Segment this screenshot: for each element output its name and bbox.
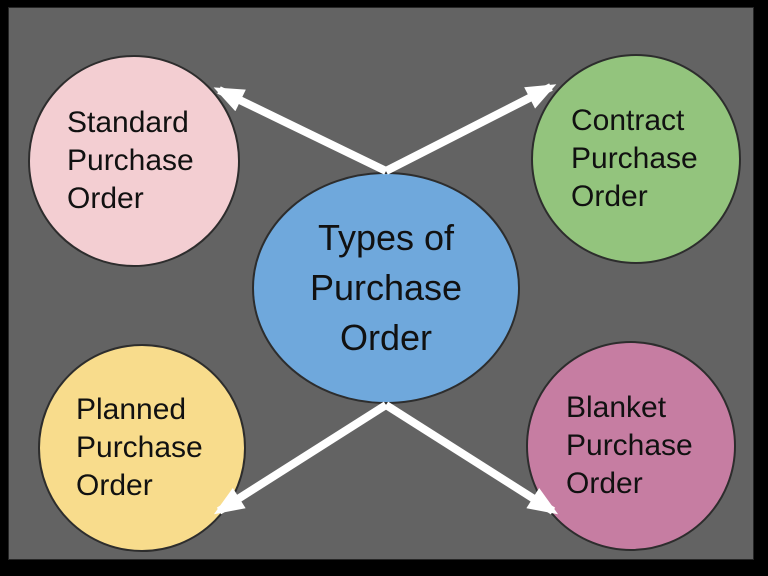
arrow-center-to-blanket bbox=[383, 401, 559, 515]
circle-blanket-purchase-order bbox=[526, 341, 736, 551]
arrow-center-to-standard bbox=[213, 86, 388, 175]
circle-contract-purchase-order bbox=[531, 54, 741, 264]
label-standard-purchase-order: Standard Purchase Order bbox=[67, 106, 194, 215]
arrow-center-to-planned bbox=[213, 401, 389, 515]
arrow-center-to-contract bbox=[384, 83, 557, 175]
center-ellipse bbox=[252, 172, 520, 404]
circle-planned-purchase-order bbox=[38, 344, 246, 552]
slide: Standard Purchase Order Contract Purchas… bbox=[8, 7, 754, 560]
label-blanket-purchase-order: Blanket Purchase Order bbox=[566, 391, 693, 500]
center-label: Types of Purchase Order bbox=[309, 217, 463, 358]
label-contract-purchase-order: Contract Purchase Order bbox=[571, 104, 698, 213]
diagram-canvas bbox=[28, 54, 741, 552]
circle-standard-purchase-order bbox=[28, 55, 240, 267]
label-planned-purchase-order: Planned Purchase Order bbox=[76, 393, 203, 502]
